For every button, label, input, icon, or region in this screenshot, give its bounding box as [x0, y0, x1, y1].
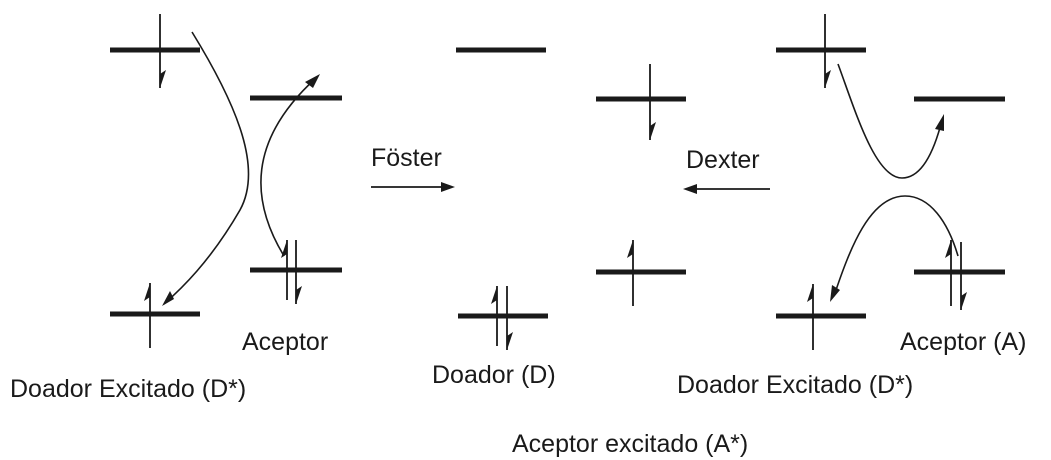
- acceptor-excited-lower-level: [596, 240, 686, 306]
- acceptor-lower-level: [250, 240, 342, 304]
- dexter-label: Dexter: [686, 146, 760, 174]
- foster-label: Föster: [371, 144, 442, 172]
- arrowhead-icon: [162, 291, 174, 306]
- dexter-panel: [776, 14, 1005, 350]
- donor-ground-level: [458, 286, 548, 350]
- arrowhead-icon: [935, 114, 944, 131]
- donor-lower-level: [776, 284, 866, 350]
- spin-down-icon: [961, 292, 967, 310]
- arrowhead-icon: [830, 285, 840, 302]
- spin-down-icon: [825, 70, 831, 88]
- spin-up-icon: [807, 284, 813, 302]
- doador-label: Doador (D): [432, 361, 556, 389]
- aceptor-label-left: Aceptor: [242, 328, 328, 356]
- doador-excitado-label-left: Doador Excitado (D*): [10, 375, 246, 403]
- arrowhead-icon: [305, 74, 320, 88]
- spin-down-icon: [160, 70, 166, 88]
- donor-relaxation-arrow: [163, 31, 250, 305]
- spin-up-icon: [491, 286, 497, 304]
- spin-down-icon: [296, 286, 302, 304]
- spin-up-icon: [144, 283, 150, 301]
- acceptor-excited-upper-level: [596, 64, 686, 140]
- acceptor-excitation-arrow: [260, 77, 317, 257]
- arrow-right-icon: [441, 182, 455, 192]
- spin-up-icon: [945, 240, 951, 258]
- spin-down-icon: [507, 332, 513, 350]
- donor-lower-level: [110, 283, 200, 348]
- foster-panel: [110, 14, 342, 348]
- aceptor-label-right: Aceptor (A): [900, 328, 1026, 356]
- donor-upper-level: [776, 14, 866, 88]
- donor-upper-level: [110, 14, 200, 88]
- acceptor-lower-level: [914, 240, 1005, 310]
- aceptor-excitado-label: Aceptor excitado (A*): [512, 430, 748, 458]
- arrow-left-icon: [683, 184, 697, 194]
- result-panel: [456, 47, 686, 350]
- electron-exchange-lower-arrow: [833, 195, 959, 297]
- electron-exchange-upper-arrow: [837, 63, 942, 179]
- doador-excitado-label-right: Doador Excitado (D*): [677, 371, 913, 399]
- spin-down-icon: [650, 122, 656, 140]
- spin-up-icon: [627, 240, 633, 258]
